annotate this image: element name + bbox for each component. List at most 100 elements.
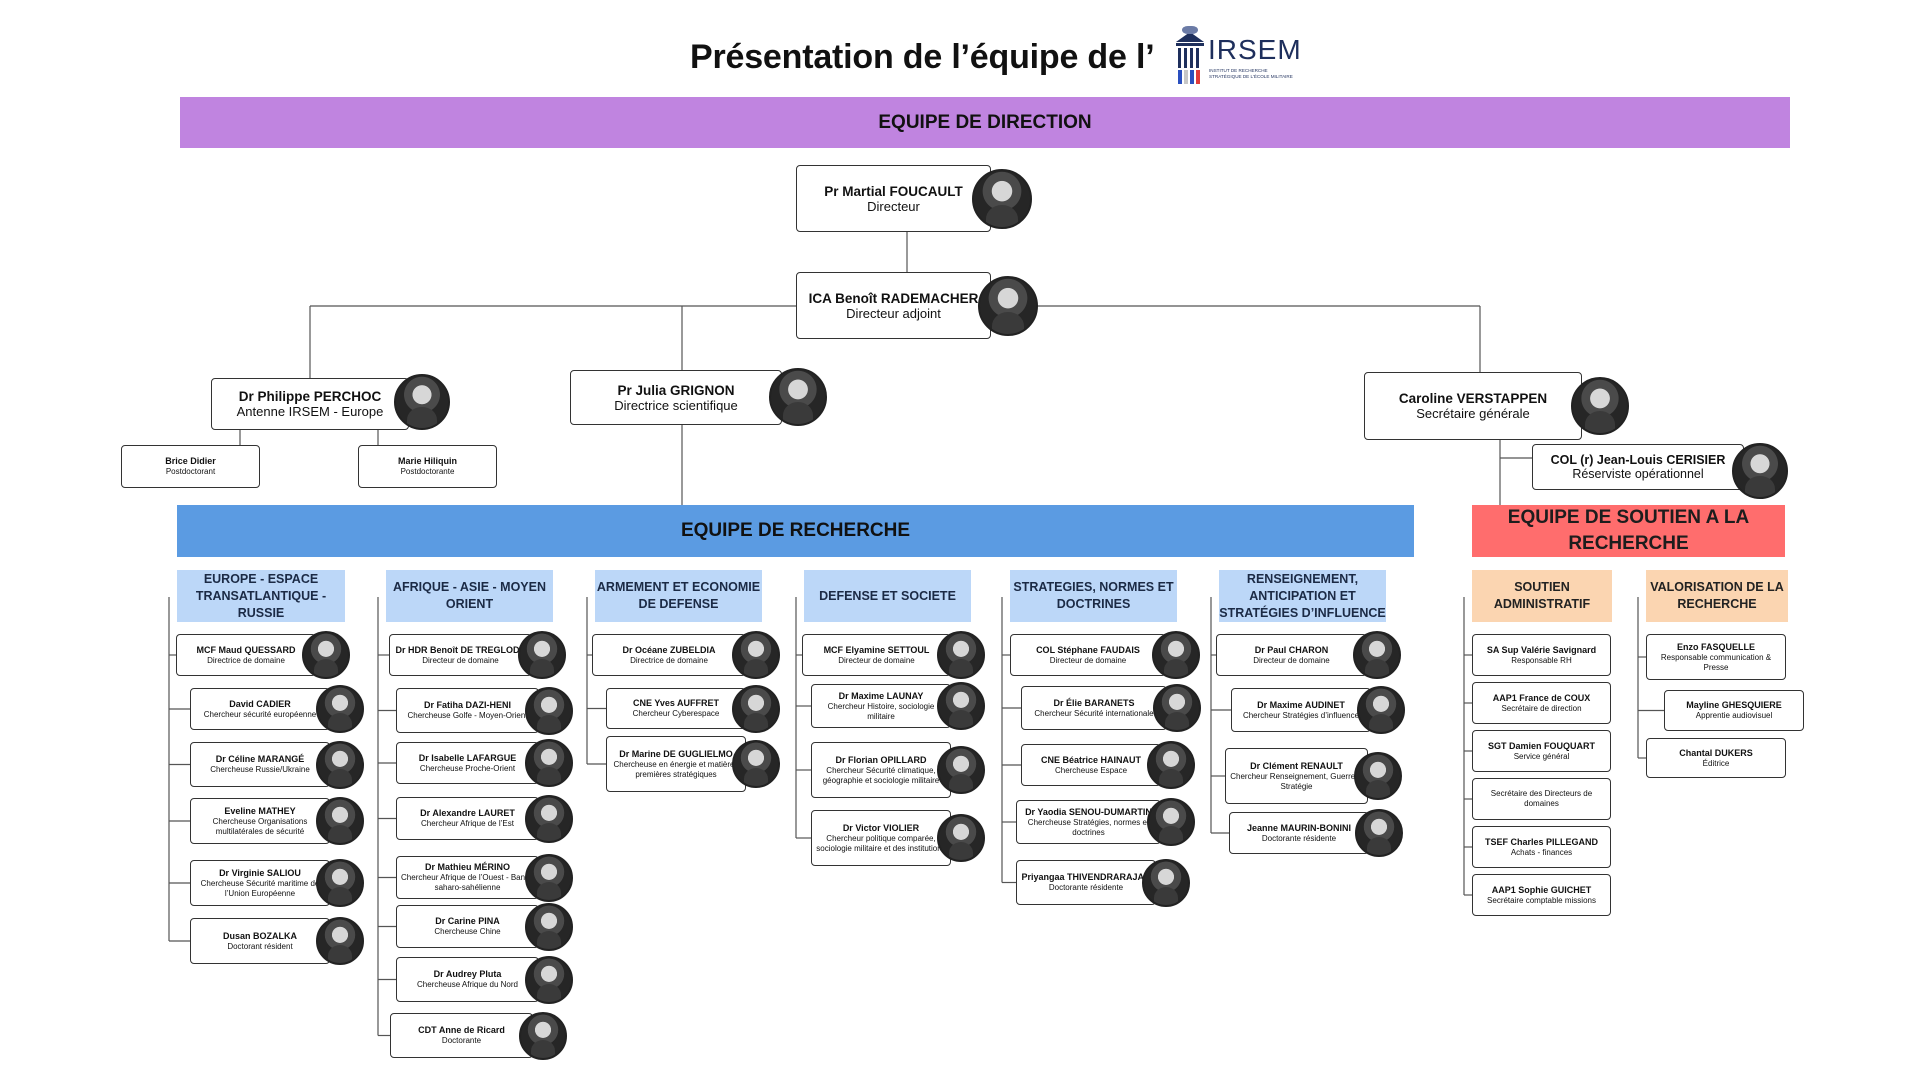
member-name: Dr Isabelle LAFARGUE [418,752,517,763]
member-name: Enzo FASQUELLE [1676,641,1755,652]
member-role: Chercheur Cyberespace [632,709,720,718]
member-role: Directrice de domaine [630,655,708,665]
didier-name: Brice Didier [165,456,216,466]
member-name: AAP1 Sophie GUICHET [1491,884,1592,895]
member-name: Mayline GHESQUIERE [1686,700,1782,710]
member-avatar [316,917,364,965]
member-name: Dr Maxime AUDINET [1257,699,1345,710]
member-role: Chercheuse Golfe - Moyen-Orient [407,711,528,720]
perchoc-card[interactable]: Dr Philippe PERCHOC Antenne IRSEM - Euro… [211,378,409,430]
column-header-afrique-asie-moyen-orient: AFRIQUE - ASIE - MOYEN ORIENT [386,570,553,622]
member-name: MCF Elyamine SETTOUL [823,644,930,655]
member-avatar [525,794,573,843]
member-name: Dr Océane ZUBELDIA [622,644,716,655]
member-role: Éditrice [1702,758,1730,768]
deputy-card[interactable]: ICA Benoît RADEMACHER Directeur adjoint [796,272,991,339]
grignon-card[interactable]: Pr Julia GRIGNON Directrice scientifique [570,370,782,425]
member-role: Chercheur sécurité européenne [203,709,317,719]
column-header-armement-et-economie-de-defense: ARMEMENT ET ECONOMIE DE DEFENSE [595,570,762,622]
member-avatar [525,902,573,951]
logo-subtitle: INSTITUT DE RECHERCHE STRATÉGIQUE DE L’É… [1209,68,1293,79]
member-role: Chercheur Afrique de l’Ouest - Bande sah… [401,873,534,892]
member-name: Jeanne MAURIN-BONINI [1246,822,1351,833]
hiliquin-card[interactable]: Marie Hiliquin Postdoctorante [358,445,497,488]
member-avatar [316,685,364,733]
page-title: Présentation de l’équipe de l’ [690,38,1155,76]
member-name: Dr Victor VIOLIER [842,822,920,833]
band-direction: EQUIPE DE DIRECTION [180,97,1790,148]
grignon-role: Directrice scientifique [614,397,738,413]
member-name: AAP1 France de COUX [1492,692,1591,703]
member-name: Dusan BOZALKA [223,930,297,941]
member-name: TSEF Charles PILLEGAND [1484,836,1599,847]
perchoc-name: Dr Philippe PERCHOC [238,389,382,404]
member-avatar [1147,798,1195,846]
column-header-valorisation-de-la-recherche: VALORISATION DE LA RECHERCHE [1646,570,1788,622]
member-avatar [316,797,364,845]
director-card[interactable]: Pr Martial FOUCAULT Directeur [796,165,991,232]
cerisier-card[interactable]: COL (r) Jean-Louis CERISIER Réserviste o… [1532,444,1744,490]
member-role: Achats - finances [1510,847,1573,857]
didier-card[interactable]: Brice Didier Postdoctorant [121,445,260,488]
member-role: Service général [1513,751,1570,761]
member-role: Chercheur Renseignement, Guerre & Straté… [1230,771,1363,791]
member-role: Chercheur Afrique de l’Est [421,819,514,828]
member-name: CNE Béatrice HAINAUT [1040,754,1142,765]
member-avatar [1355,809,1403,857]
member-avatar [302,631,350,679]
cerisier-avatar [1732,443,1788,499]
verstappen-card[interactable]: Caroline VERSTAPPEN Secrétaire générale [1364,372,1582,440]
member-card[interactable]: Secrétaire des Directeurs de domaines [1472,778,1611,820]
member-name: Dr Céline MARANGÉ [215,754,305,764]
member-name: Dr Marine DE GUGLIELMO [619,748,733,759]
member-name: Dr Fatiha DAZI-HENI [423,700,511,710]
member-name: Dr Yaodia SENOU-DUMARTIN [1025,806,1152,817]
verstappen-avatar [1571,377,1629,435]
deputy-role: Directeur adjoint [846,305,941,321]
member-avatar [316,740,364,789]
irsem-logo: IRSEM INSTITUT DE RECHERCHE STRATÉGIQUE … [1168,24,1301,86]
member-name: Dr HDR Benoît DE TREGLODE [395,644,526,655]
member-avatar [937,746,985,794]
member-role: Chercheuse Espace [1054,765,1128,775]
